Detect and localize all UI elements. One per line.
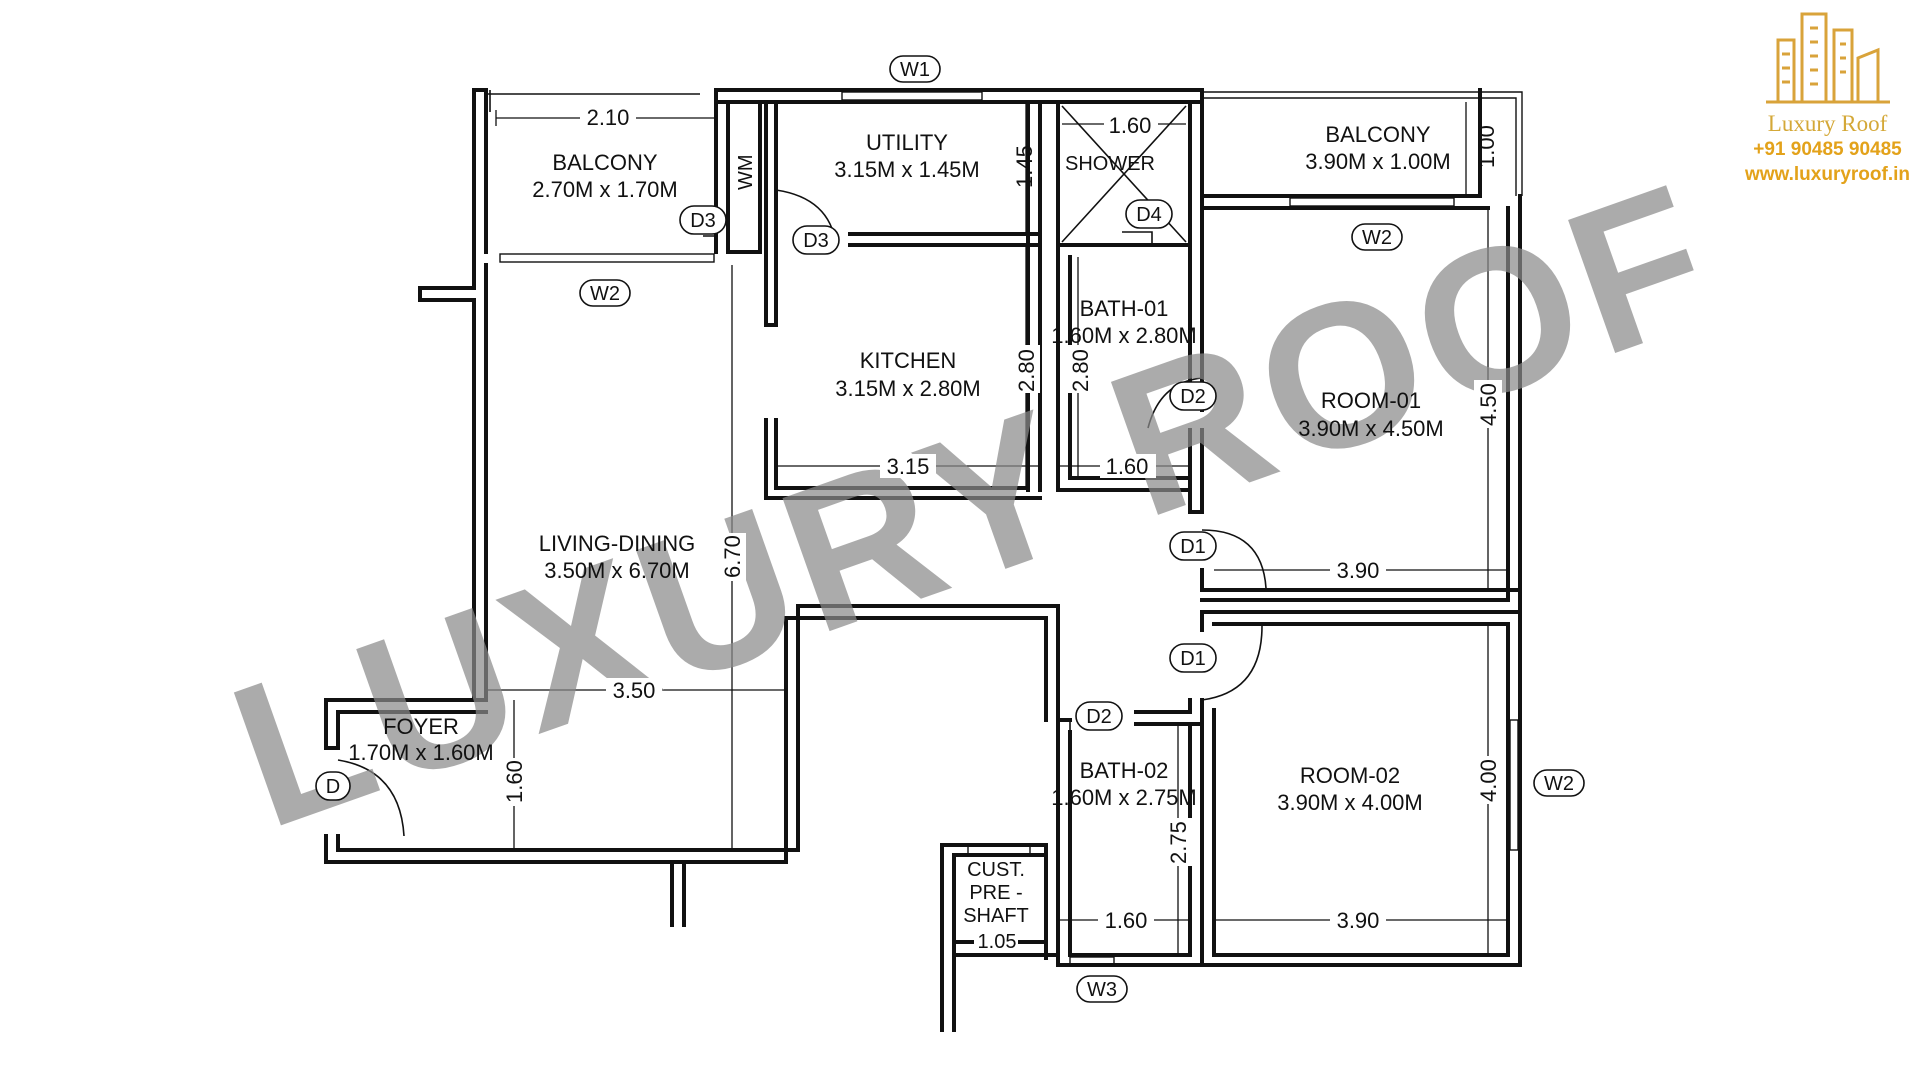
kitchen-size: 3.15M x 2.80M xyxy=(835,376,981,401)
room-labels: BALCONY 2.70M x 1.70M UTILITY 3.15M x 1.… xyxy=(348,122,1451,927)
balcony-right-name: BALCONY xyxy=(1325,122,1430,147)
room02-name: ROOM-02 xyxy=(1300,763,1400,788)
dim-kitchen-height: 2.80 xyxy=(1014,349,1039,392)
dim-balcony-left-width: 2.10 xyxy=(587,105,630,130)
dimension-labels: 2.10 1.45 1.60 1.00 2.80 2.80 4.50 3.15 … xyxy=(500,105,1502,953)
wm-label: WM xyxy=(735,154,757,190)
bath01-size: 1.60M x 2.80M xyxy=(1051,323,1197,348)
dim-bath01-height: 2.80 xyxy=(1068,349,1093,392)
tag-d2-bath01: D2 xyxy=(1180,386,1206,408)
room01-name: ROOM-01 xyxy=(1321,388,1421,413)
balcony-right-size: 3.90M x 1.00M xyxy=(1305,149,1451,174)
dim-shower-width: 1.60 xyxy=(1109,113,1152,138)
dim-room01-width: 3.90 xyxy=(1337,558,1380,583)
tag-w2-living: W2 xyxy=(590,283,620,305)
utility-size: 3.15M x 1.45M xyxy=(834,157,980,182)
foyer-name: FOYER xyxy=(383,714,459,739)
dim-room02-height: 4.00 xyxy=(1476,759,1501,802)
shaft-line2: PRE - xyxy=(969,882,1022,904)
living-dining-name: LIVING-DINING xyxy=(539,531,695,556)
dim-balcony-right-height: 1.00 xyxy=(1474,125,1499,168)
tag-d3-balcony: D3 xyxy=(690,210,716,232)
dim-bath02-height: 2.75 xyxy=(1166,821,1191,864)
dim-living-width: 3.50 xyxy=(613,678,656,703)
opening-tags: W1 W2 W2 W2 W3 D3 D3 D4 D2 D1 D1 D2 D xyxy=(315,55,1585,1003)
brand-website: www.luxuryroof.in xyxy=(1744,164,1911,185)
tag-d4: D4 xyxy=(1136,204,1162,226)
dim-living-height: 6.70 xyxy=(720,535,745,578)
balcony-left-name: BALCONY xyxy=(552,150,657,175)
tag-w2-room01: W2 xyxy=(1362,227,1392,249)
dim-bath01-width: 1.60 xyxy=(1106,454,1149,479)
bath01-name: BATH-01 xyxy=(1080,296,1169,321)
room01-size: 3.90M x 4.50M xyxy=(1298,416,1444,441)
living-dining-size: 3.50M x 6.70M xyxy=(544,558,690,583)
bath02-name: BATH-02 xyxy=(1080,758,1169,783)
dim-room01-height: 4.50 xyxy=(1476,383,1501,426)
dim-bath02-width: 1.60 xyxy=(1105,908,1148,933)
shower-name: SHOWER xyxy=(1065,153,1155,175)
bath02-size: 1.60M x 2.75M xyxy=(1051,785,1197,810)
room02-size: 3.90M x 4.00M xyxy=(1277,790,1423,815)
tag-d1-room02: D1 xyxy=(1180,648,1206,670)
balcony-left-size: 2.70M x 1.70M xyxy=(532,177,678,202)
dim-utility-height: 1.45 xyxy=(1012,145,1037,188)
kitchen-name: KITCHEN xyxy=(860,348,957,373)
brand-phone: +91 90485 90485 xyxy=(1753,139,1902,160)
dim-kitchen-width: 3.15 xyxy=(887,454,930,479)
tag-w3: W3 xyxy=(1087,979,1117,1001)
utility-name: UTILITY xyxy=(866,130,948,155)
dim-room02-width: 3.90 xyxy=(1337,908,1380,933)
brand-name: Luxury Roof xyxy=(1767,111,1888,136)
tag-w1: W1 xyxy=(900,59,930,81)
tag-d2-bath02: D2 xyxy=(1086,706,1112,728)
tag-d1-room01: D1 xyxy=(1180,536,1206,558)
dim-foyer-height: 1.60 xyxy=(502,760,527,803)
foyer-size: 1.70M x 1.60M xyxy=(348,740,494,765)
dim-shaft-width: 1.05 xyxy=(978,931,1017,953)
brand-block: Luxury Roof +91 90485 90485 www.luxuryro… xyxy=(1735,8,1920,188)
building-logo-icon xyxy=(1765,12,1890,104)
tag-w2-room02: W2 xyxy=(1544,773,1574,795)
windows xyxy=(486,90,1523,966)
shaft-line3: SHAFT xyxy=(963,905,1029,927)
tag-d-main: D xyxy=(326,776,340,798)
tag-d3-utility: D3 xyxy=(803,230,829,252)
shaft-line1: CUST. xyxy=(967,859,1025,881)
